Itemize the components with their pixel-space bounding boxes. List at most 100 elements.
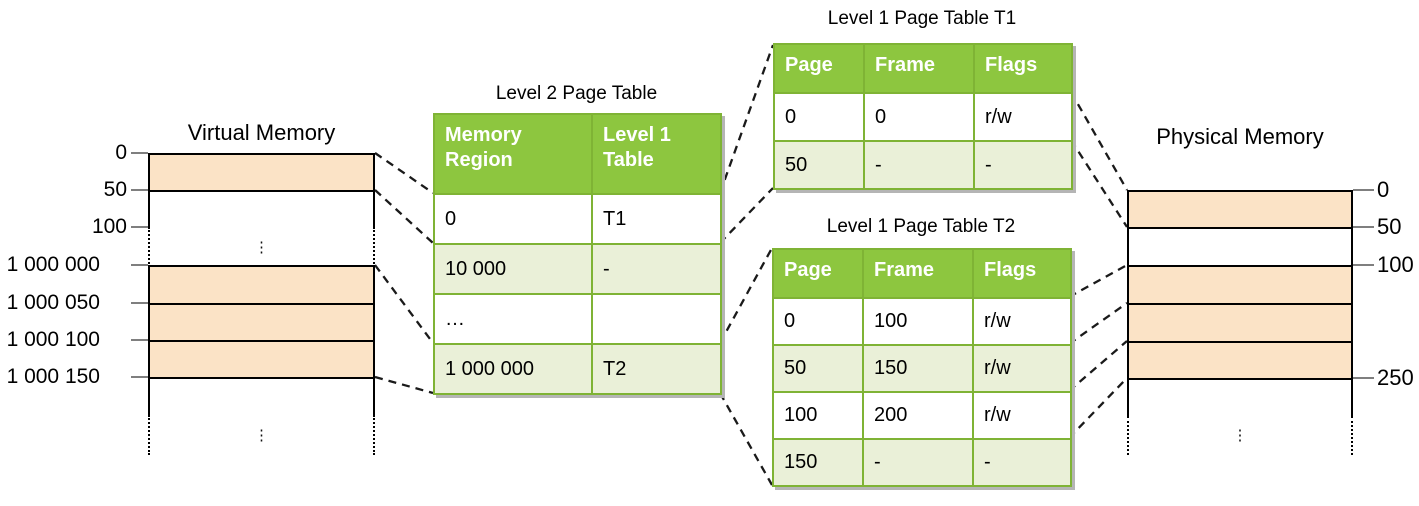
t2-cell-page-0: 0 [772,297,864,346]
level2-cell-table-t1: T1 [591,193,722,245]
connector-l2row0-to-t1-bottom [719,187,774,244]
vm-address-1000000: 1 000 000 [6,253,100,276]
pm-gap-lower: ⋮ [1127,416,1353,455]
table-row: 50 - - [773,140,1073,190]
t2-cell-page-100: 100 [772,391,864,440]
t2-cell-frame-100: 100 [862,297,974,346]
t2-cell-flags-none: - [972,438,1072,487]
t2-cell-flags-rw-100: r/w [972,391,1072,440]
level2-cell-table-empty [591,293,722,345]
connector-t1row0-to-pm50 [1070,139,1128,228]
table-row: 50 150 r/w [772,344,1072,393]
t2-cell-flags-rw-0: r/w [972,297,1072,346]
vm-tick-1000100 [131,339,148,341]
vm-tick-50 [131,189,148,191]
level2-cell-region-1000000: 1 000 000 [433,343,593,395]
t2-header-row: Page Frame Flags [772,248,1072,299]
vm-gap-ellipsis: ⋮ [254,426,269,444]
pm-cell-100-150 [1127,265,1353,305]
level2-header-memory-region: Memory Region [433,113,593,195]
pm-tick-50 [1353,226,1374,228]
vm-address-1000100: 1 000 100 [6,328,100,351]
connector-l2row3-to-t2-bottom [718,392,774,486]
vm-tick-1000150 [131,376,148,378]
vm-cell-1000050-1000100 [148,303,375,342]
vm-cell-1000100-1000150 [148,340,375,379]
pm-tick-100 [1353,264,1374,266]
vm-address-1000150: 1 000 150 [6,365,100,388]
vm-tick-100 [131,226,148,228]
vm-cell-50-100 [148,190,375,229]
t2-header-frame: Frame [862,248,974,299]
level1-page-table-t1: Page Frame Flags 0 0 r/w 50 - - [773,43,1073,190]
level2-cell-region-ellipsis: … [433,293,593,345]
vm-cell-0-50 [148,153,375,192]
table-row: 10 000 - [433,243,722,295]
level2-cell-region-0: 0 [433,193,593,245]
pm-tick-250 [1353,377,1374,379]
pm-address-250: 250 [1377,365,1414,390]
t1-header-page: Page [773,43,865,94]
vm-gap-ellipsis: ⋮ [254,238,269,256]
virtual-memory-title: Virtual Memory [187,120,336,145]
t2-cell-frame-150: 150 [862,344,974,393]
connector-vm1000150-to-l2row3-bottom [374,375,434,395]
level2-cell-table-none: - [591,243,722,295]
vm-address-50: 50 [103,178,127,201]
t2-header-page: Page [772,248,864,299]
vm-address-1000050: 1 000 050 [6,291,100,314]
connector-l2row0-to-t1-top [718,44,775,194]
t2-cell-page-150: 150 [772,438,864,487]
t1-header-row: Page Frame Flags [773,43,1073,94]
t2-header-flags: Flags [972,248,1072,299]
t1-cell-page-50: 50 [773,140,865,190]
connector-vm1000000-to-l2row3-top [374,264,434,344]
table-row: 0 T1 [433,193,722,245]
t1-cell-flags-none: - [973,140,1073,190]
connector-t1row0-to-pm0 [1070,91,1128,191]
pm-cell-50-100 [1127,227,1353,267]
t1-table-title: Level 1 Page Table T1 [827,8,1017,29]
t1-cell-flags-rw: r/w [973,92,1073,142]
connector-vm50-to-l2row0-bottom [374,189,434,244]
vm-cell-1000000-1000050 [148,265,375,305]
level2-header-level1-table: Level 1 Table [591,113,722,195]
table-row: 150 - - [772,438,1072,487]
level2-cell-region-10000: 10 000 [433,243,593,295]
connector-t2row1-to-pm150 [1068,302,1128,345]
physical-memory-title: Physical Memory [1156,124,1324,149]
t2-cell-frame-200: 200 [862,391,974,440]
pm-cell-150-200 [1127,303,1353,343]
t1-cell-page-0: 0 [773,92,865,142]
table-row: 100 200 r/w [772,391,1072,440]
t1-cell-frame-0: 0 [863,92,975,142]
level2-cell-table-t2: T2 [591,343,722,395]
t2-cell-frame-none: - [862,438,974,487]
pm-tick-0 [1353,189,1374,191]
table-row: 1 000 000 T2 [433,343,722,395]
vm-gap-lower: ⋮ [148,415,375,455]
pm-address-0: 0 [1377,177,1390,202]
pm-address-50: 50 [1377,214,1402,239]
vm-gap-upper: ⋮ [148,227,375,267]
pm-cell-250-end [1127,378,1353,418]
vm-cell-1000150-end [148,377,375,417]
connector-vm0-to-l2row0-top [374,152,434,194]
table-row: 0 100 r/w [772,297,1072,346]
vm-address-100: 100 [91,215,127,238]
t1-cell-frame-none: - [863,140,975,190]
level2-table-title: Level 2 Page Table [495,83,658,104]
connector-t2row0-to-pm100 [1068,263,1128,299]
table-row: … [433,293,722,345]
vm-tick-1000050 [131,302,148,304]
connector-l2row3-to-t2-top [718,247,774,344]
level2-page-table: Memory Region Level 1 Table 0 T1 10 000 … [433,113,722,395]
connector-t2row3-to-pm250 [1068,377,1128,439]
t1-header-flags: Flags [973,43,1073,94]
pm-cell-0-50 [1127,190,1353,229]
vm-tick-1000000 [131,264,148,266]
virtual-memory-stack: ⋮ ⋮ [148,153,375,455]
level1-page-table-t2: Page Frame Flags 0 100 r/w 50 150 r/w 10… [772,248,1072,487]
